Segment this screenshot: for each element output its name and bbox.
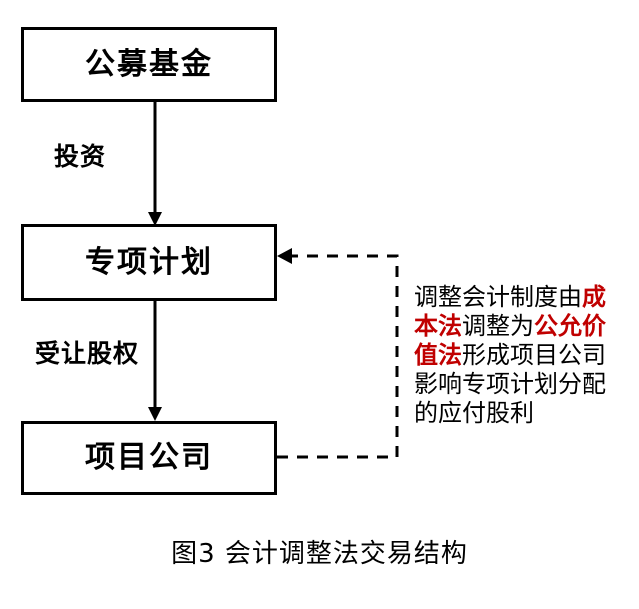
- annotation-plain: 调整会计制度由: [414, 283, 582, 311]
- edge-label-invest: 投资: [54, 142, 107, 171]
- annotation-highlight: 公允价值法: [414, 312, 606, 369]
- node-project-company-label: 项目公司: [85, 440, 213, 475]
- node-special-plan: 专项计划: [21, 224, 277, 301]
- node-special-plan-label: 专项计划: [85, 244, 213, 280]
- node-project-company: 项目公司: [21, 421, 277, 495]
- edge-invest: [148, 102, 162, 226]
- edge-label-transfer-equity: 受让股权: [35, 339, 140, 368]
- annotation-highlight: 成本法: [414, 283, 606, 340]
- node-public-fund-label: 公募基金: [85, 46, 213, 82]
- annotation-plain: 形成项目公司影响专项计划分配的应付股利: [414, 341, 606, 427]
- annotation-plain: 调整为: [462, 312, 534, 340]
- node-public-fund: 公募基金: [21, 27, 277, 102]
- edge-transfer-equity: [148, 301, 162, 421]
- annotation-note: 调整会计制度由成本法调整为公允价值法形成项目公司影响专项计划分配的应付股利: [414, 283, 626, 428]
- figure-caption: 图3 会计调整法交易结构: [171, 539, 468, 569]
- edge-accounting-feedback: [277, 248, 399, 459]
